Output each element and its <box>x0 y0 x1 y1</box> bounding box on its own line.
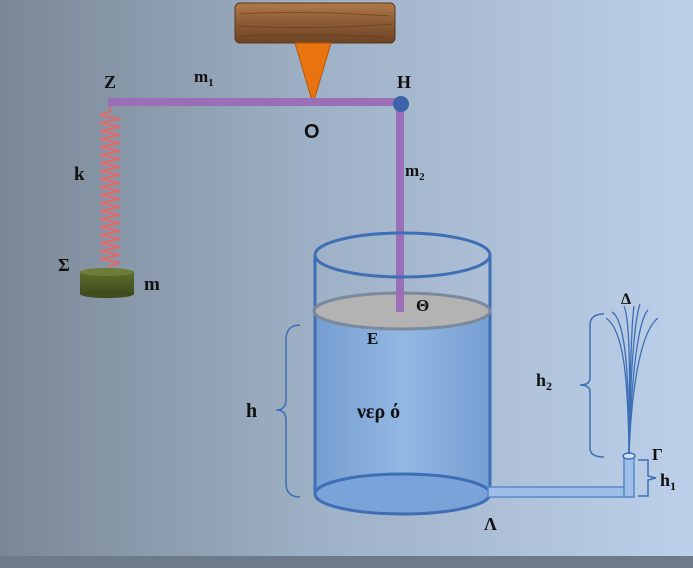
label-m2: m2 <box>405 161 425 183</box>
water-tank <box>313 231 492 516</box>
label-gamma: Γ <box>652 445 663 464</box>
label-e: E <box>367 329 378 348</box>
label-h-point: H <box>397 72 411 92</box>
rod-m2 <box>396 104 404 314</box>
outlet-pipe <box>487 452 636 498</box>
lever-rod-m1 <box>108 98 404 106</box>
label-k: k <box>74 164 85 185</box>
label-delta: Δ <box>621 291 631 308</box>
bracket-h2 <box>579 313 605 458</box>
label-lambda: Λ <box>484 514 497 534</box>
label-m1: m1 <box>194 67 214 89</box>
bottom-strip <box>0 556 693 568</box>
label-z: Z <box>104 72 116 92</box>
fountain-jet <box>605 303 659 455</box>
label-h2: h2 <box>536 370 552 393</box>
pivot-wedge <box>294 42 332 106</box>
spring <box>99 106 121 270</box>
label-water: νερ ό <box>356 401 400 423</box>
wooden-support <box>234 2 396 44</box>
label-h1: h1 <box>660 470 676 493</box>
label-h: h <box>246 400 257 422</box>
bracket-h <box>275 324 301 498</box>
bracket-h1 <box>638 459 657 497</box>
label-theta: Θ <box>416 296 429 315</box>
label-m: m <box>144 274 160 295</box>
rod-m2-end <box>396 290 404 312</box>
label-o: O <box>304 121 320 143</box>
hanging-mass <box>80 268 134 298</box>
joint-h <box>393 96 409 112</box>
label-sigma: Σ <box>58 255 70 275</box>
